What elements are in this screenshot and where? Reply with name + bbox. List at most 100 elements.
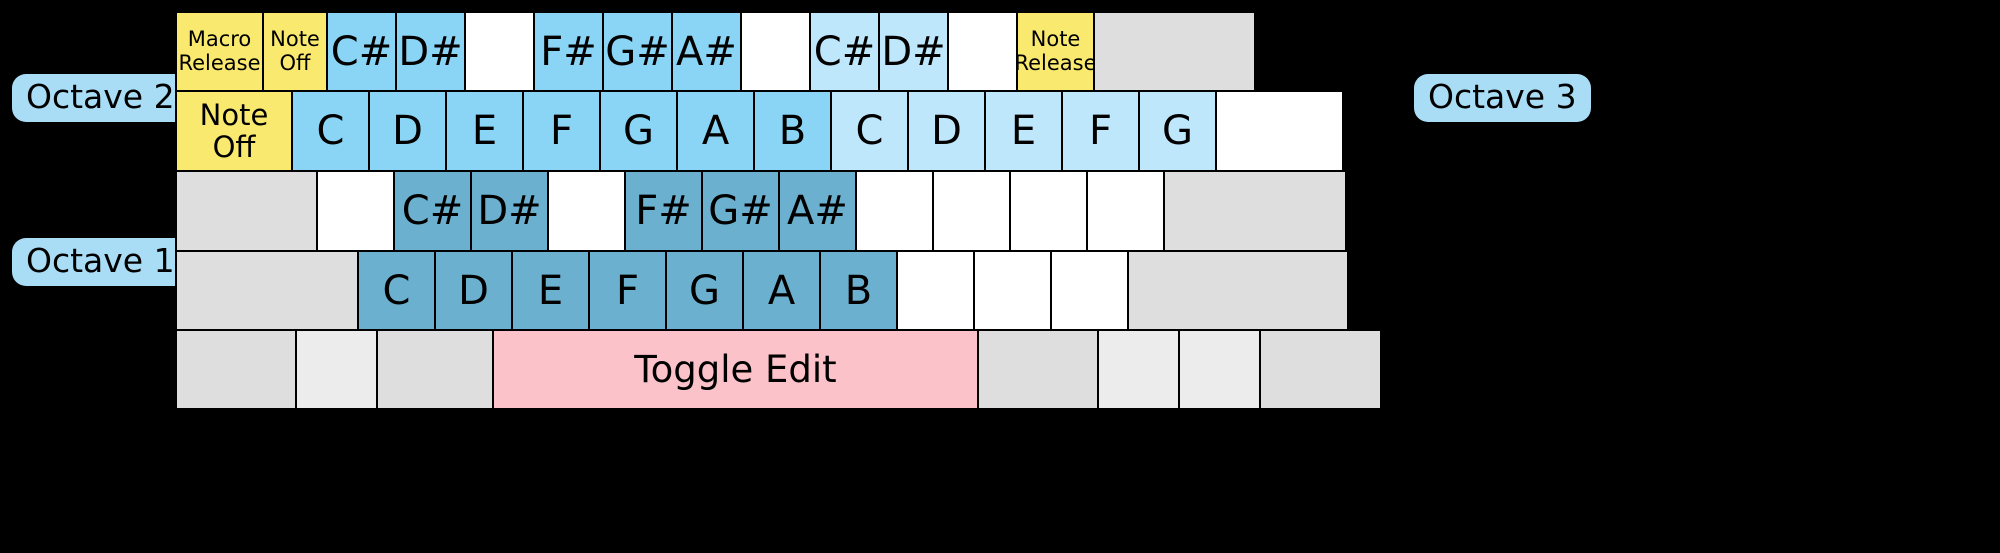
key-label: C# [330, 28, 393, 75]
key-unassigned [175, 250, 359, 331]
key-note-gsharp-oct1[interactable]: G# [701, 170, 780, 252]
key-label: G [689, 267, 720, 314]
key-note-dsharp-oct1[interactable]: D# [470, 170, 549, 252]
key-label: D [931, 108, 962, 154]
key-label: D [392, 108, 423, 154]
key-note-csharp-oct1[interactable]: C# [393, 170, 472, 252]
key-label-line2: Release [1016, 50, 1095, 75]
key-note-c-oct1[interactable]: C [357, 250, 436, 331]
key-note-csharp-oct2[interactable]: C# [326, 11, 397, 92]
key-unassigned [1097, 329, 1180, 410]
key-note-f-oct2[interactable]: F [522, 90, 601, 172]
key-label-line2: Off [279, 50, 311, 75]
key-note-g-oct1[interactable]: G [665, 250, 744, 331]
key-unassigned [547, 170, 626, 252]
key-label: E [471, 108, 498, 154]
key-note-e-oct1[interactable]: E [511, 250, 590, 331]
key-label: B [778, 108, 807, 154]
key-unassigned [295, 329, 378, 410]
key-unassigned [175, 329, 297, 410]
key-label: E [537, 267, 564, 314]
key-note-dsharp-oct3[interactable]: D# [878, 11, 949, 92]
key-note-f-oct3[interactable]: F [1061, 90, 1140, 172]
key-note-dsharp-oct2[interactable]: D# [395, 11, 466, 92]
key-unassigned [973, 250, 1052, 331]
key-unassigned [855, 170, 934, 252]
key-note-g-oct2[interactable]: G [599, 90, 678, 172]
key-label: B [844, 267, 873, 314]
key-note-a-oct1[interactable]: A [742, 250, 821, 331]
key-note-b-oct2[interactable]: B [753, 90, 832, 172]
key-label: F [549, 108, 573, 154]
key-label: D# [477, 188, 542, 234]
key-unassigned [740, 11, 811, 92]
key-note-e-oct2[interactable]: E [445, 90, 524, 172]
key-label: G# [708, 188, 773, 234]
key-label: G# [605, 28, 670, 75]
key-label: F# [635, 188, 692, 234]
key-note-c-oct3[interactable]: C [830, 90, 909, 172]
key-label: G [623, 108, 654, 154]
key-unassigned [1050, 250, 1129, 331]
octave-1-badge: Octave 1 [12, 238, 189, 286]
key-label: F [615, 267, 639, 314]
key-note-c-oct2[interactable]: C [291, 90, 370, 172]
key-note-e-oct3[interactable]: E [984, 90, 1063, 172]
octave-1-label: Octave 1 [26, 241, 175, 280]
key-label: Toggle Edit [634, 348, 837, 391]
key-note-d-oct2[interactable]: D [368, 90, 447, 172]
key-label-line1: Macro [187, 26, 252, 51]
key-unassigned [947, 11, 1018, 92]
key-note-asharp-oct2[interactable]: A# [671, 11, 742, 92]
key-unassigned [175, 170, 318, 252]
key-label: C [316, 108, 345, 154]
keyboard-row-space-row: Toggle Edit [175, 329, 1391, 410]
key-note-gsharp-oct2[interactable]: G# [602, 11, 673, 92]
octave-3-label: Octave 3 [1428, 77, 1577, 116]
key-label: A# [787, 188, 848, 234]
key-label: A [701, 108, 730, 154]
key-note-asharp-oct1[interactable]: A# [778, 170, 857, 252]
key-note-d-oct3[interactable]: D [907, 90, 986, 172]
key-label-line2: Off [212, 130, 256, 164]
octave-2-badge: Octave 2 [12, 74, 189, 122]
key-label: D# [398, 28, 463, 75]
key-toggle-edit[interactable]: Toggle Edit [492, 329, 979, 410]
key-unassigned [376, 329, 494, 410]
key-label: C# [813, 28, 876, 75]
key-label: C# [401, 188, 464, 234]
key-note-g-oct3[interactable]: G [1138, 90, 1217, 172]
key-label: F# [540, 28, 597, 75]
key-unassigned [464, 11, 535, 92]
key-unassigned [1009, 170, 1088, 252]
key-note-a-oct2[interactable]: A [676, 90, 755, 172]
key-note-csharp-oct3[interactable]: C# [809, 11, 880, 92]
key-note-b-oct1[interactable]: B [819, 250, 898, 331]
key-note-d-oct1[interactable]: D [434, 250, 513, 331]
key-note-fsharp-oct2[interactable]: F# [533, 11, 604, 92]
key-note-f-oct1[interactable]: F [588, 250, 667, 331]
key-unassigned [1127, 250, 1349, 331]
keyboard-row-home-row: C# D# F# G# A# [175, 170, 1391, 252]
key-unassigned [1178, 329, 1261, 410]
key-unassigned [316, 170, 395, 252]
key-label-line1: Note [270, 26, 320, 51]
key-unassigned [1093, 11, 1256, 92]
key-label: F [1088, 108, 1112, 154]
key-label: G [1162, 108, 1193, 154]
key-label: C [382, 267, 411, 314]
key-label: C [855, 108, 884, 154]
key-unassigned [1215, 90, 1344, 172]
key-label-line1: Note [1030, 26, 1081, 51]
key-note-fsharp-oct1[interactable]: F# [624, 170, 703, 252]
key-unassigned [1086, 170, 1165, 252]
